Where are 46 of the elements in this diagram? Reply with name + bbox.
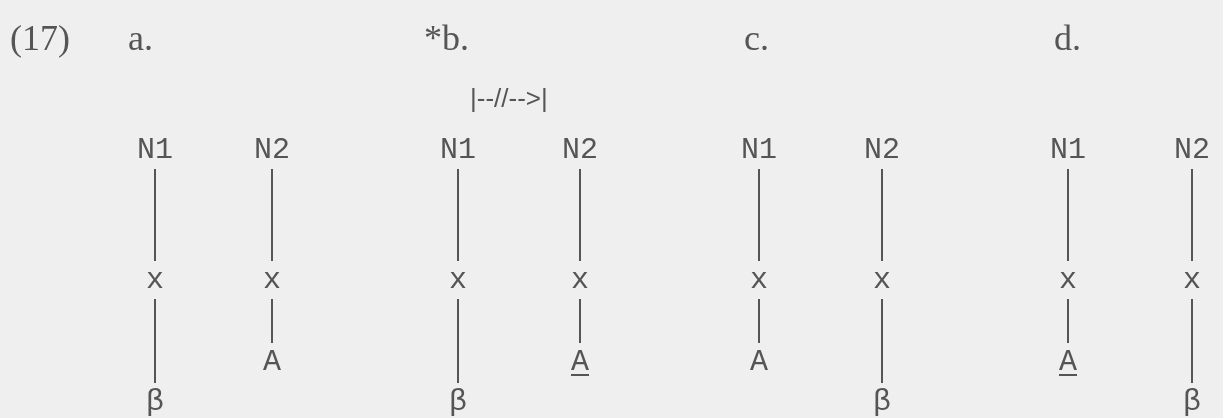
sub-example-label: a. [128,20,153,56]
node-label: N2 [1174,135,1210,165]
leaf-label: A [1059,347,1077,377]
sub-example-label: *b. [424,20,469,56]
node-label: N1 [741,135,777,165]
sub-example-label: c. [744,20,769,56]
x-symbol: x [146,265,164,295]
leaf-label: A [750,347,768,377]
x-symbol: x [571,265,589,295]
tree-branch [271,298,273,344]
tree-branch [881,298,883,384]
tree-branch [457,298,459,384]
tree-branch [457,168,459,262]
leaf-label: β [146,387,164,417]
leaf-label: A [263,347,281,377]
x-symbol: x [263,265,281,295]
x-symbol: x [1183,265,1201,295]
tree-branch [1191,168,1193,262]
node-label: N1 [1050,135,1086,165]
tree-branch [579,298,581,344]
x-symbol: x [750,265,768,295]
tree-branch [758,168,760,262]
tree-branch [154,298,156,384]
node-label: N2 [864,135,900,165]
tree-branch [154,168,156,262]
tree-branch [579,168,581,262]
tree-branch [758,298,760,344]
tree-branch [1067,168,1069,262]
node-label: N2 [562,135,598,165]
leaf-label: β [449,387,467,417]
sub-example-label: d. [1054,20,1081,56]
leaf-label: A [571,347,589,377]
tree-branch [881,168,883,262]
tree-branch [1067,298,1069,344]
x-symbol: x [1059,265,1077,295]
tree-branch [271,168,273,262]
tree-branch [1191,298,1193,384]
blocked-path-notation: |--//-->| [470,85,548,111]
example-number: (17) [10,20,70,56]
leaf-label: β [873,387,891,417]
x-symbol: x [449,265,467,295]
node-label: N1 [137,135,173,165]
node-label: N1 [440,135,476,165]
x-symbol: x [873,265,891,295]
node-label: N2 [254,135,290,165]
leaf-label: β [1183,387,1201,417]
